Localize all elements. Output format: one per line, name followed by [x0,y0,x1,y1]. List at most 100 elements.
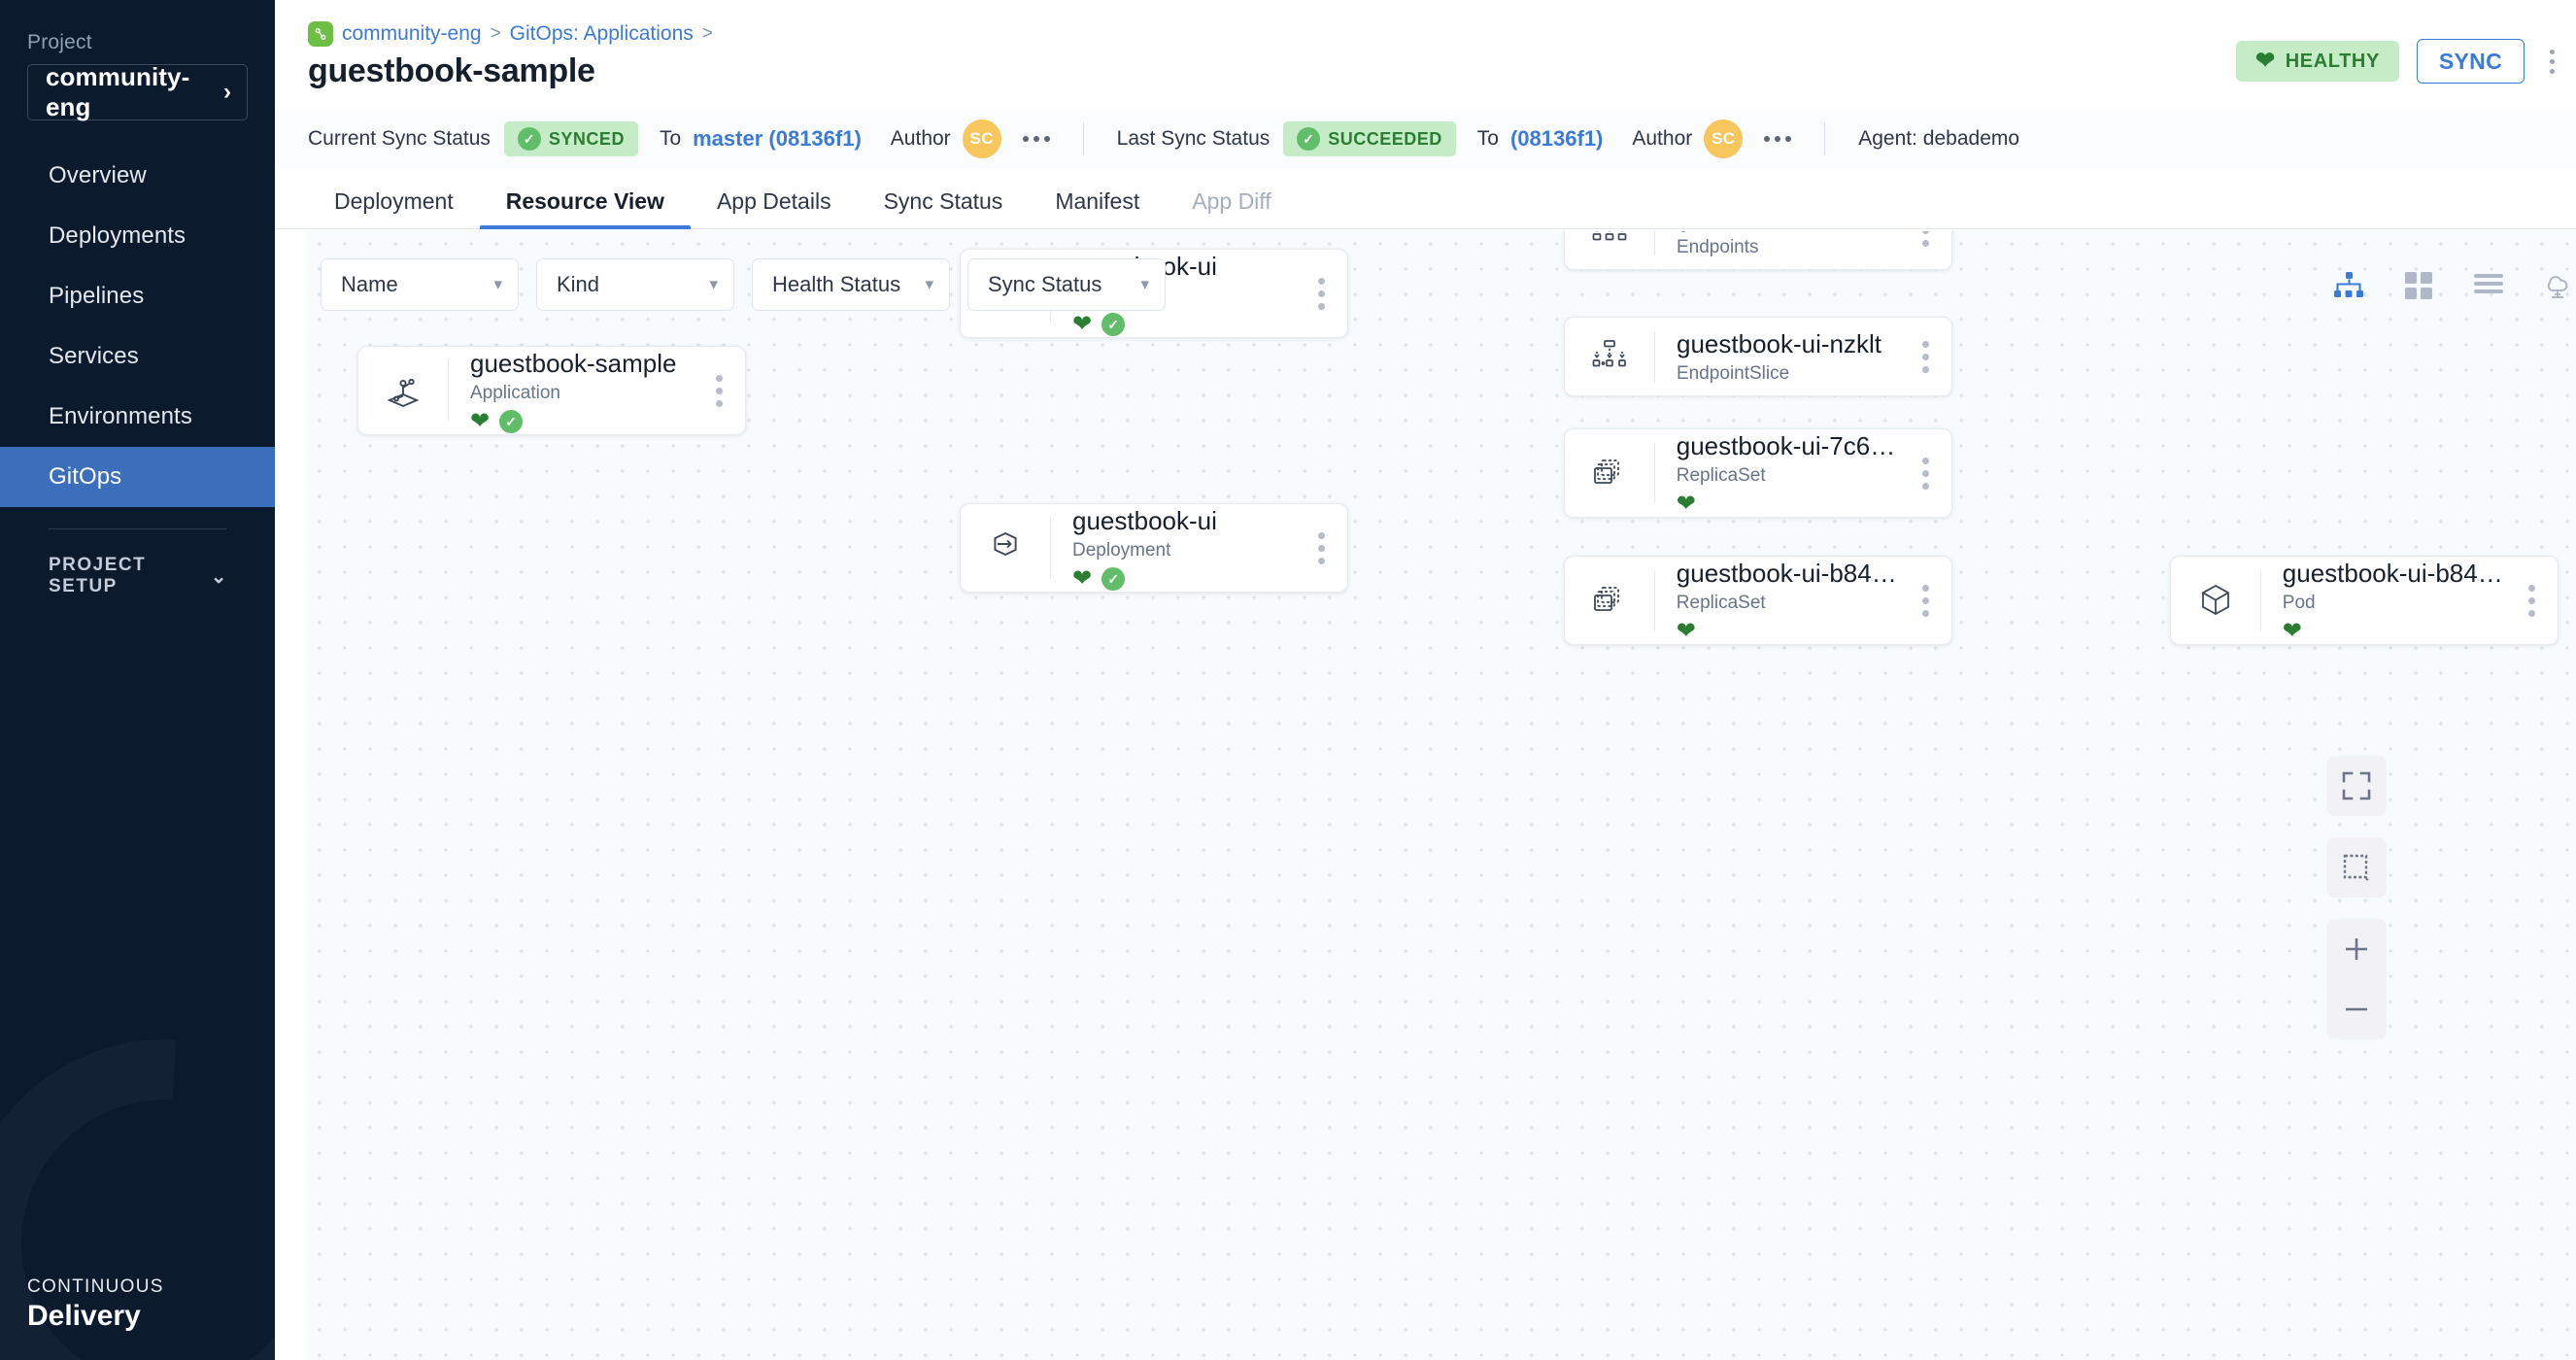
healthy-label: HEALTHY [2285,50,2380,72]
graph-node-deployment[interactable]: guestbook-ui Deployment ❤ ✓ [960,503,1348,593]
node-more-menu[interactable] [1899,457,1951,490]
node-status: ❤ ✓ [470,410,693,433]
node-status: ❤ ✓ [1072,565,1295,592]
node-kind: ReplicaSet [1676,593,1766,613]
filter-sync-status[interactable]: Sync Status ▾ [967,258,1166,311]
header-actions: ❤ HEALTHY SYNC [2236,39,2562,84]
chevron-down-icon: ▾ [493,275,502,293]
sidebar-group-project-setup[interactable]: PROJECT SETUP ⌄ [0,555,275,597]
tab-sync-status[interactable]: Sync Status [883,188,1003,214]
graph-node-endpoints[interactable]: guestbook-ui Endpoints [1564,231,1952,270]
sidebar-divider [49,528,226,529]
node-title: guestbook-ui-nzklt [1677,328,1881,358]
sidebar-item-deployments[interactable]: Deployments [0,206,275,266]
sidebar-group-label: PROJECT SETUP [49,555,147,596]
succeeded-label: SUCCEEDED [1328,128,1442,149]
breadcrumb-link-gitops-applications[interactable]: GitOps: Applications [509,22,694,45]
sidebar-item-gitops[interactable]: GitOps [0,447,275,507]
grid-view-icon[interactable] [2401,268,2436,303]
last-sync-more-menu[interactable] [1764,136,1792,142]
sync-button[interactable]: SYNC [2416,39,2525,84]
heart-icon: ❤ [1072,565,1093,592]
check-circle-icon: ✓ [1297,127,1321,151]
graph-node-endpointslice[interactable]: guestbook-ui-nzklt EndpointSlice [1564,317,1952,396]
divider [1654,570,1655,630]
check-circle-icon: ✓ [499,410,524,433]
node-more-menu[interactable] [1899,584,1951,617]
project-selector[interactable]: community-eng › [27,62,248,121]
zoom-out-icon[interactable] [2326,979,2387,1039]
node-more-menu[interactable] [1899,340,1951,373]
zoom-in-icon[interactable] [2326,919,2387,979]
endpointslice-icon [1565,338,1654,375]
node-body: guestbook-ui-b848d5d9... Pod ❤ [2261,559,2505,644]
node-more-menu[interactable] [1295,277,1347,310]
tab-app-details[interactable]: App Details [716,188,831,214]
heart-icon: ❤ [2282,618,2302,644]
current-sync-more-menu[interactable] [1022,136,1050,142]
filter-kind[interactable]: Kind ▾ [536,258,734,311]
graph-node-application[interactable]: guestbook-sample Application ❤ ✓ [357,346,746,435]
sidebar-item-label: Services [49,343,139,369]
sidebar-item-overview[interactable]: Overview [0,146,275,206]
divider [1050,518,1051,578]
node-body: guestbook-ui-nzklt EndpointSlice [1655,329,1899,385]
sidebar-item-services[interactable]: Services [0,326,275,387]
replicaset-icon [1565,581,1654,620]
network-view-icon[interactable] [2541,268,2576,303]
heart-icon: ❤ [1072,311,1093,337]
node-status: ❤ [1677,493,1899,516]
node-body: guestbook-ui-b848d5d9d ReplicaSet ❤ [1655,559,1899,643]
header-more-menu[interactable] [2542,49,2562,74]
tab-deployment[interactable]: Deployment [334,188,454,214]
node-more-menu[interactable] [693,374,745,407]
node-more-menu[interactable] [1295,531,1347,564]
graph-node-replicaset-1[interactable]: guestbook-ui-7c64987dc9 ReplicaSet ❤ [1564,428,1952,518]
harness-logo-icon [308,21,333,47]
breadcrumb-link-community-eng[interactable]: community-eng [342,22,482,45]
status-badge-succeeded: ✓ SUCCEEDED [1283,121,1456,156]
node-status: ❤ [1677,620,1899,643]
node-body: guestbook-ui-7c64987dc9 ReplicaSet ❤ [1655,431,1899,516]
chevron-right-icon: › [223,79,231,105]
tree-view-icon[interactable] [2331,268,2366,303]
node-title: guestbook-ui [1677,231,1899,233]
last-revision-link[interactable]: (08136f1) [1509,126,1604,151]
tab-resource-view[interactable]: Resource View [479,190,692,229]
page-title: guestbook-sample [308,52,595,89]
breadcrumb: community-eng > GitOps: Applications > [275,0,713,47]
agent-label: Agent: debademo [1858,127,2020,150]
check-circle-icon: ✓ [517,127,541,151]
check-circle-icon: ✓ [1102,567,1126,591]
node-status: ❤ ✓ [1072,311,1295,337]
select-area-icon[interactable] [2326,837,2387,898]
check-circle-icon: ✓ [1102,313,1126,336]
graph-node-replicaset-2[interactable]: guestbook-ui-b848d5d9d ReplicaSet ❤ [1564,556,1952,645]
list-view-icon[interactable] [2471,268,2506,303]
chevron-down-icon: ▾ [1140,275,1149,293]
node-more-menu[interactable] [2505,584,2558,617]
node-status: ❤ [2282,618,2505,644]
node-body: guestbook-ui Endpoints [1655,231,1899,258]
node-kind: Pod [2282,593,2316,613]
pod-icon [2171,580,2260,621]
brand-line-1: CONTINUOUS [27,1276,164,1297]
node-title: guestbook-sample [470,349,677,378]
sidebar-item-environments[interactable]: Environments [0,387,275,447]
sidebar-item-pipelines[interactable]: Pipelines [0,266,275,326]
divider [1654,443,1655,503]
sidebar-item-label: GitOps [49,463,122,490]
node-title: guestbook-ui-7c64987dc9 [1676,431,1899,460]
fit-screen-icon[interactable] [2326,756,2387,816]
synced-label: SYNCED [548,128,625,149]
current-revision-link[interactable]: master (08136f1) [693,126,862,151]
resource-graph-canvas[interactable]: Name ▾ Kind ▾ Health Status ▾ Sync Statu… [307,231,2576,1360]
divider [1654,231,1655,255]
graph-node-pod[interactable]: guestbook-ui-b848d5d9... Pod ❤ [2170,556,2559,645]
filter-health-status[interactable]: Health Status ▾ [752,258,950,311]
filter-name[interactable]: Name ▾ [321,258,519,311]
tab-manifest[interactable]: Manifest [1055,188,1140,214]
node-more-menu[interactable] [1899,231,1951,247]
divider [1654,331,1655,382]
